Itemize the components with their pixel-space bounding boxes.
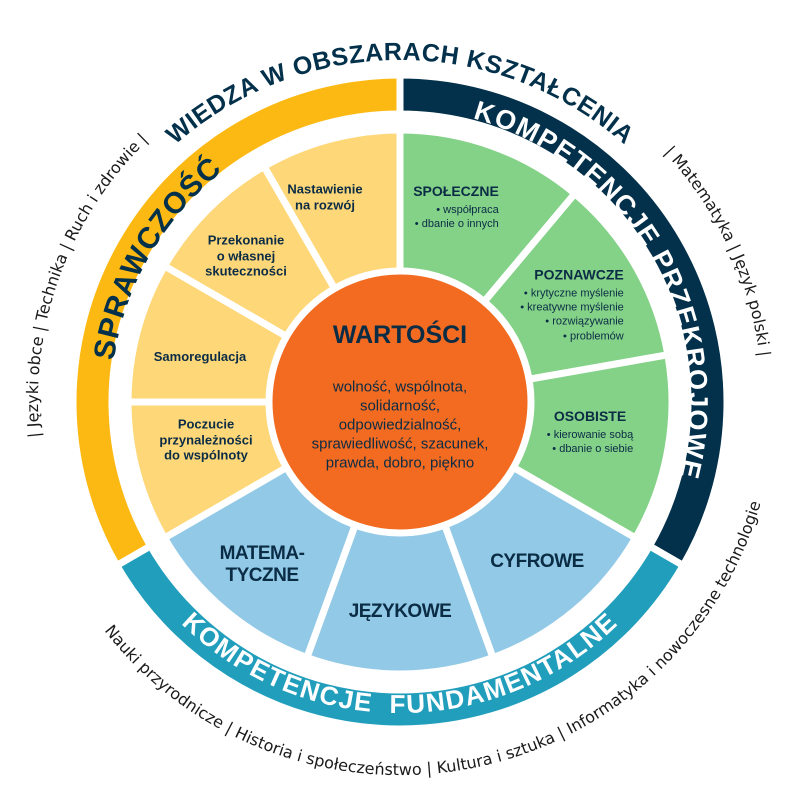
ring-fundamentalne — [112, 541, 688, 733]
segment-matematyczne: MATEMA- TYCZNE — [219, 543, 305, 586]
bullet: dbanie o siebie — [547, 442, 633, 456]
values-title: WARTOŚCI — [332, 321, 468, 349]
segment-heading: SPOŁECZNE — [413, 182, 499, 199]
bullet: krytyczne myślenie — [520, 286, 624, 300]
bullet: dbanie o innych — [413, 217, 499, 231]
bullet: kreatywne myślenie — [520, 301, 624, 315]
segment-cyfrowe: CYFROWE — [490, 551, 584, 573]
segment-samoregulacja: Samoregulacja — [153, 349, 247, 365]
values-list: wolność, wspólnota, solidarność, odpowie… — [311, 378, 489, 472]
bullet: współpraca — [413, 203, 499, 217]
segment-poznawcze: POZNAWCZE krytyczne myślenie kreatywne m… — [520, 267, 624, 344]
segment-poczucie: Poczucie przynależności do wspólnoty — [159, 416, 253, 463]
segment-jezykowe: JĘZYKOWE — [348, 601, 452, 623]
bullet: rozwiązywanie — [520, 315, 624, 329]
bullet-continuation-text: problemów — [569, 330, 624, 343]
segment-heading: OSOBISTE — [553, 407, 627, 424]
segment-osobiste: OSOBISTE kierowanie sobą dbanie o siebie — [547, 407, 634, 456]
segment-heading: POZNAWCZE — [534, 266, 624, 283]
bullet-continuation: problemów — [520, 329, 624, 343]
bullet: kierowanie sobą — [547, 428, 634, 442]
segment-nastawienie: Nastawienie na rozwój — [287, 181, 363, 212]
segment-spoleczne: SPOŁECZNE współpraca dbanie o innych — [413, 183, 499, 231]
values-core-circle — [265, 267, 535, 537]
segment-przekonanie: Przekonanie o własnej skuteczności — [205, 232, 287, 279]
